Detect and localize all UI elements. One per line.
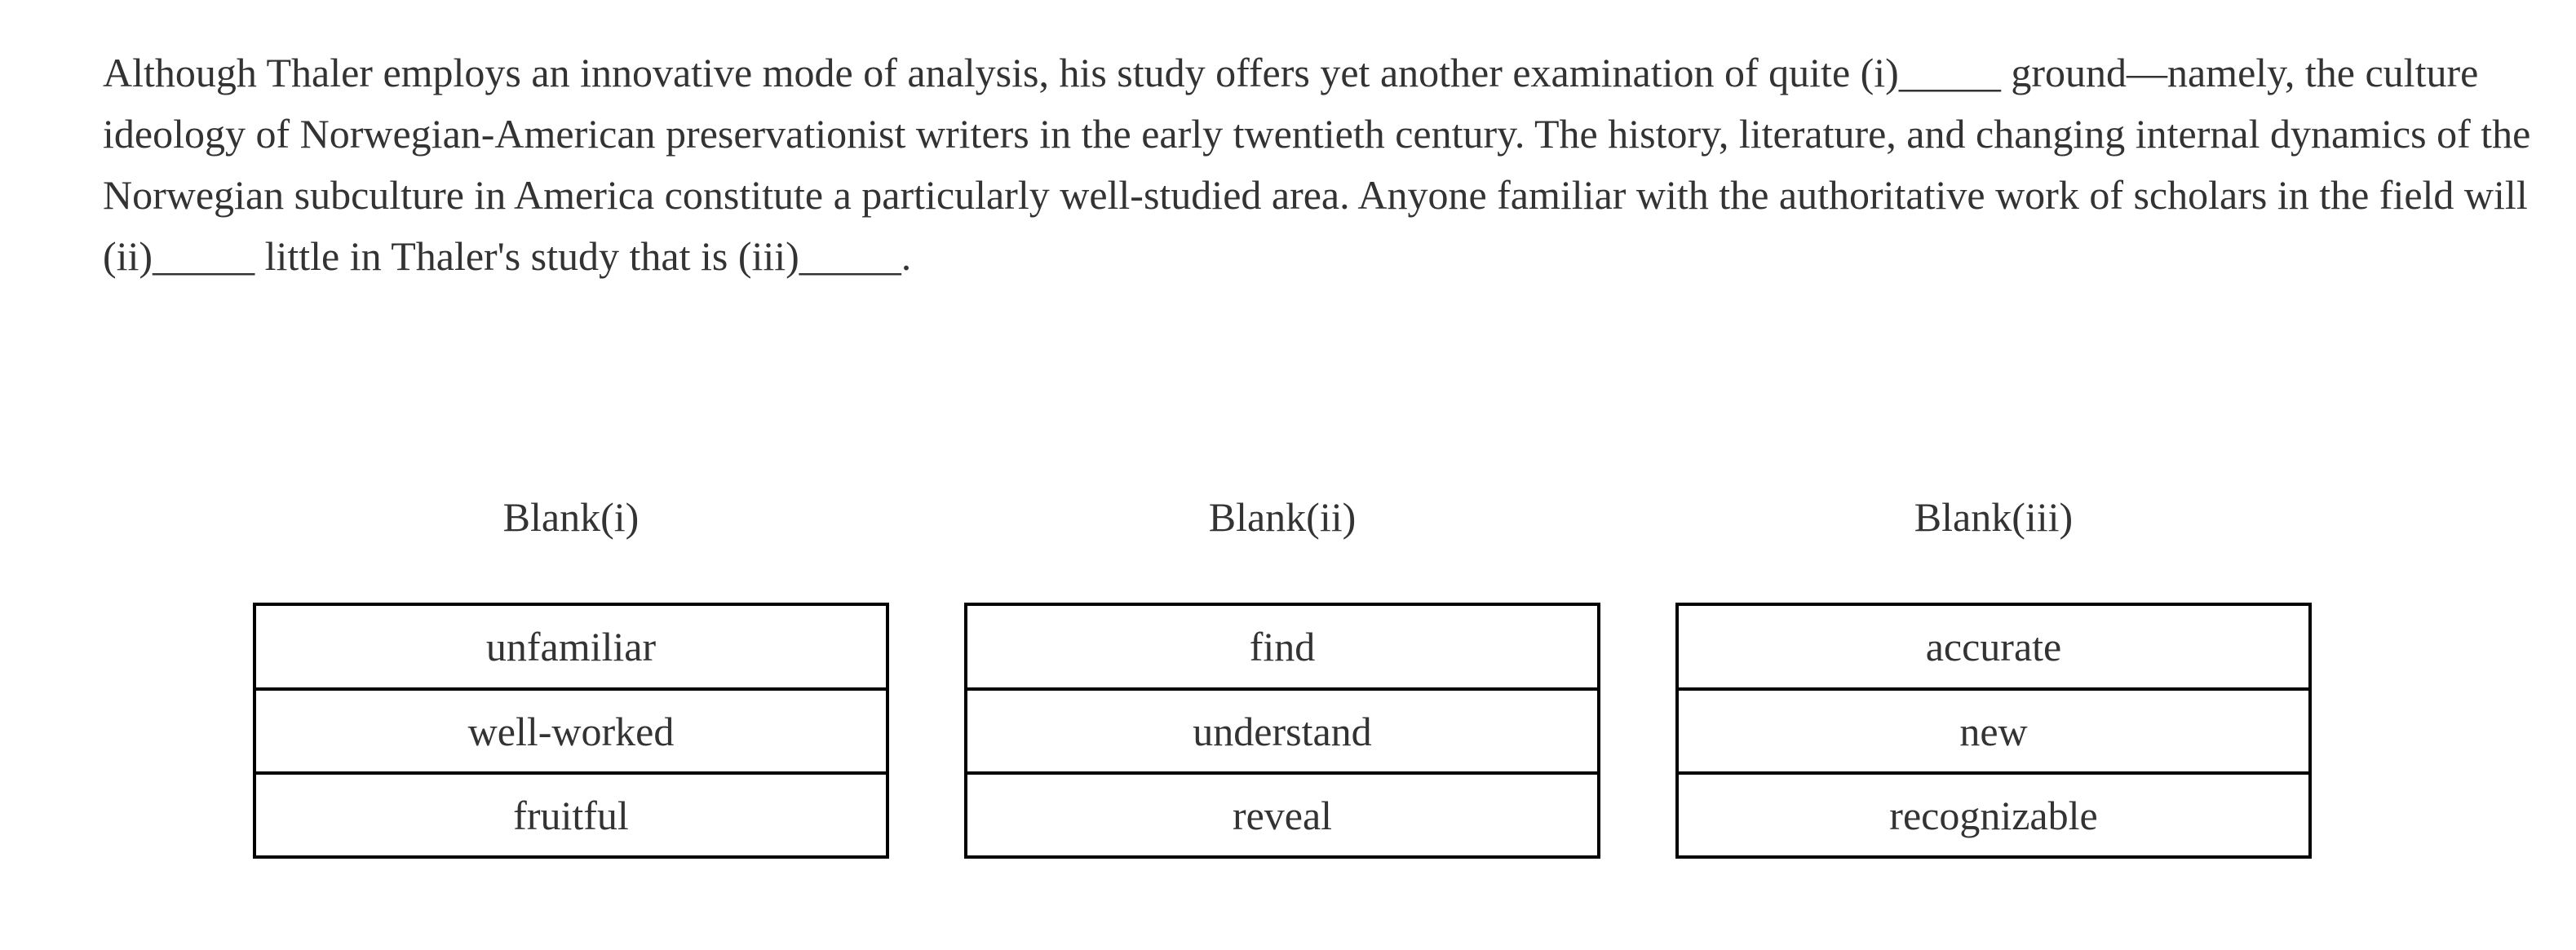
blank-i-option-well-worked[interactable]: well-worked bbox=[256, 687, 886, 771]
blank-i-option-fruitful[interactable]: fruitful bbox=[256, 771, 886, 855]
blank-ii-option-reveal[interactable]: reveal bbox=[967, 771, 1597, 855]
blank-iii-option-new[interactable]: new bbox=[1679, 687, 2308, 771]
blank-iii-column: Blank(iii) accurate new recognizable bbox=[1675, 0, 2312, 950]
blank-iii-option-accurate[interactable]: accurate bbox=[1925, 624, 2062, 669]
blank-i-options: unfamiliar well-worked fruitful bbox=[253, 603, 889, 859]
blank-ii-options: find understand reveal bbox=[964, 603, 1600, 859]
blank-iii-options: accurate new recognizable bbox=[1675, 603, 2312, 859]
question-passage: Although Thaler employs an innovative mo… bbox=[103, 50, 2531, 279]
blank-ii-title: Blank(ii) bbox=[1208, 494, 1357, 540]
blank-i-column: Blank(i) unfamiliar well-worked fruitful bbox=[253, 0, 889, 950]
blank-i-title: Blank(i) bbox=[502, 494, 640, 540]
blank-iii-title: Blank(iii) bbox=[1914, 494, 2074, 540]
blank-ii-option-find[interactable]: find bbox=[1249, 624, 1316, 669]
blank-i-option-unfamiliar[interactable]: unfamiliar bbox=[485, 624, 657, 669]
blank-ii-column: Blank(ii) find understand reveal bbox=[964, 0, 1600, 950]
answer-blanks: Blank(i) unfamiliar well-worked fruitful… bbox=[253, 0, 2312, 950]
blank-iii-option-recognizable[interactable]: recognizable bbox=[1679, 771, 2308, 855]
blank-ii-option-understand[interactable]: understand bbox=[967, 687, 1597, 771]
